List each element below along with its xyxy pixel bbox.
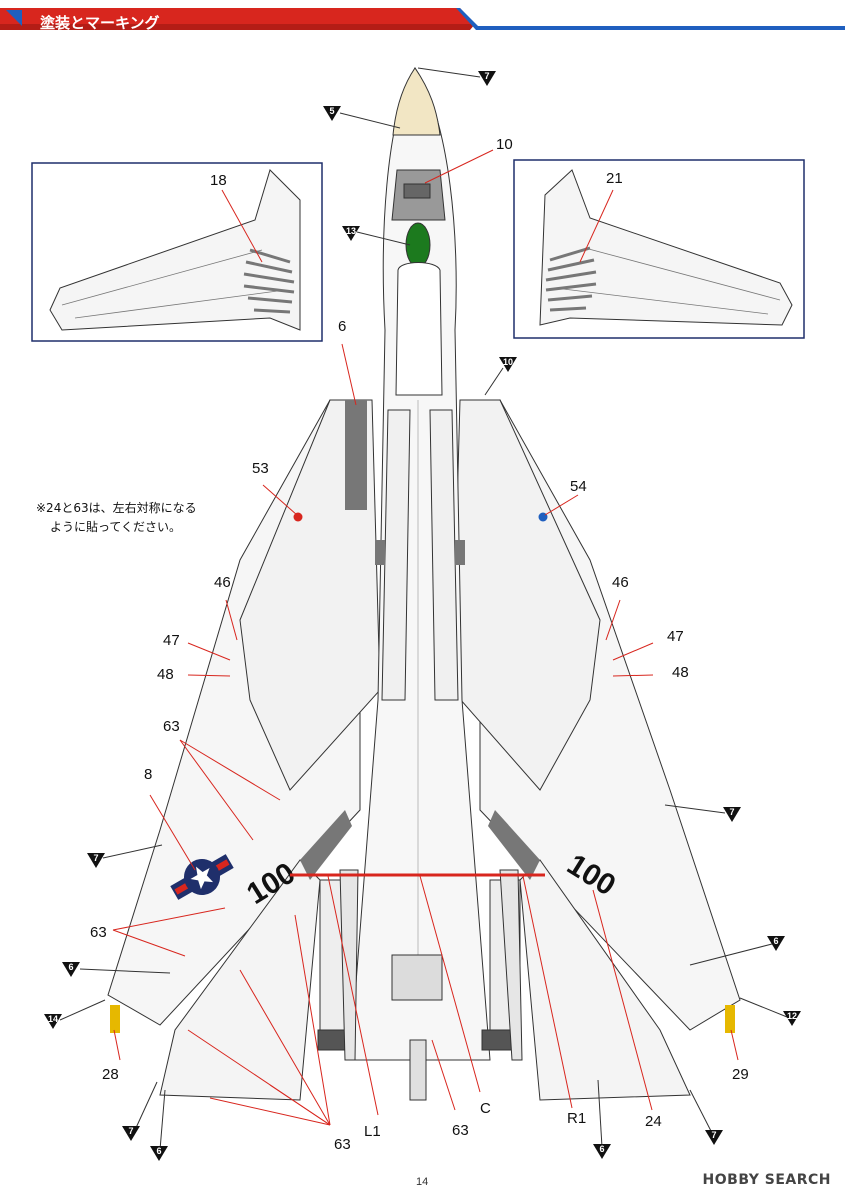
walkway-markings: [300, 400, 540, 880]
svg-text:7: 7: [484, 71, 489, 81]
decal-callout-53: 53: [252, 460, 269, 477]
svg-text:6: 6: [599, 1144, 604, 1154]
paint-marker-6c: 6: [150, 1146, 168, 1161]
decal-callout-24: 24: [645, 1113, 662, 1130]
decal-callout-47-left: 47: [163, 632, 180, 649]
svg-text:12: 12: [787, 1011, 797, 1021]
decal-callout-47-right: 47: [667, 628, 684, 645]
aircraft-outline: [107, 67, 741, 1101]
decal-callout-C: C: [480, 1100, 491, 1117]
page-number: 14: [416, 1176, 429, 1188]
paint-marker-6b: 6: [767, 936, 785, 951]
paint-marker-6d: 6: [593, 1144, 611, 1159]
paint-marker-7e: 7: [705, 1130, 723, 1145]
svg-text:6: 6: [773, 936, 778, 946]
section-title: 塗装とマーキング: [40, 14, 160, 32]
decal-callout-54: 54: [570, 478, 587, 495]
inset-right-wing: [513, 159, 805, 339]
paint-marker-6a: 6: [62, 962, 80, 977]
paint-marker-14: 14: [44, 1014, 62, 1029]
svg-text:7: 7: [729, 807, 734, 817]
symmetry-note: ※24と63は、左右対称になる ように貼ってください。: [36, 499, 197, 537]
decal-callout-8: 8: [144, 766, 153, 783]
decal-callout-28: 28: [102, 1066, 119, 1083]
paint-marker-7c: 7: [723, 807, 741, 822]
decal-53-dot: [293, 512, 303, 522]
svg-text:13: 13: [346, 226, 356, 236]
svg-text:10: 10: [503, 357, 513, 367]
paint-marker-7d: 7: [122, 1126, 140, 1141]
decal-callout-48-right: 48: [672, 664, 689, 681]
note-line-2: ように貼ってください。: [50, 520, 182, 534]
watermark: HOBBY SEARCH: [702, 1172, 831, 1188]
paint-marker-7a: 7: [478, 71, 496, 86]
decal-callout-R1: R1: [567, 1110, 587, 1127]
header-corner-icon: [6, 10, 22, 26]
paint-marker-13: 13: [342, 226, 360, 241]
svg-text:6: 6: [68, 962, 73, 972]
svg-text:7: 7: [711, 1130, 716, 1140]
paint-marker-7b: 7: [87, 853, 105, 868]
decal-callout-6: 6: [338, 318, 347, 335]
svg-text:7: 7: [128, 1126, 133, 1136]
svg-text:7: 7: [93, 853, 98, 863]
paint-marker-12: 12: [783, 1011, 801, 1026]
national-insignia: [170, 854, 234, 900]
svg-text:6: 6: [156, 1146, 161, 1156]
wingtip-marker-left: [110, 1005, 120, 1033]
decal-callout-21: 21: [606, 170, 623, 187]
wingtip-marker-right: [725, 1005, 735, 1033]
decal-callout-63-a: 63: [163, 718, 180, 735]
decal-callout-L1: L1: [364, 1123, 381, 1140]
decal-callout-46-right: 46: [612, 574, 629, 591]
decal-callout-63-b: 63: [90, 924, 107, 941]
inset-left-wing: [31, 162, 323, 342]
decal-callout-63-c: 63: [452, 1122, 469, 1139]
decal-callout-29: 29: [732, 1066, 749, 1083]
decal-callout-46-left: 46: [214, 574, 231, 591]
note-line-1: ※24と63は、左右対称になる: [36, 501, 197, 515]
paint-leader-lines: [59, 67, 788, 1151]
decal-callout-18: 18: [210, 172, 227, 189]
paint-marker-5: 5: [323, 106, 341, 121]
decal-leader-lines: [112, 149, 739, 1126]
decal-callout-10: 10: [496, 136, 513, 153]
paint-marker-10: 10: [499, 357, 517, 372]
section-header-bar: [0, 8, 845, 30]
svg-text:14: 14: [48, 1014, 58, 1024]
decal-callout-48-left: 48: [157, 666, 174, 683]
svg-text:5: 5: [329, 106, 334, 116]
decal-callout-63-d: 63: [334, 1136, 351, 1153]
